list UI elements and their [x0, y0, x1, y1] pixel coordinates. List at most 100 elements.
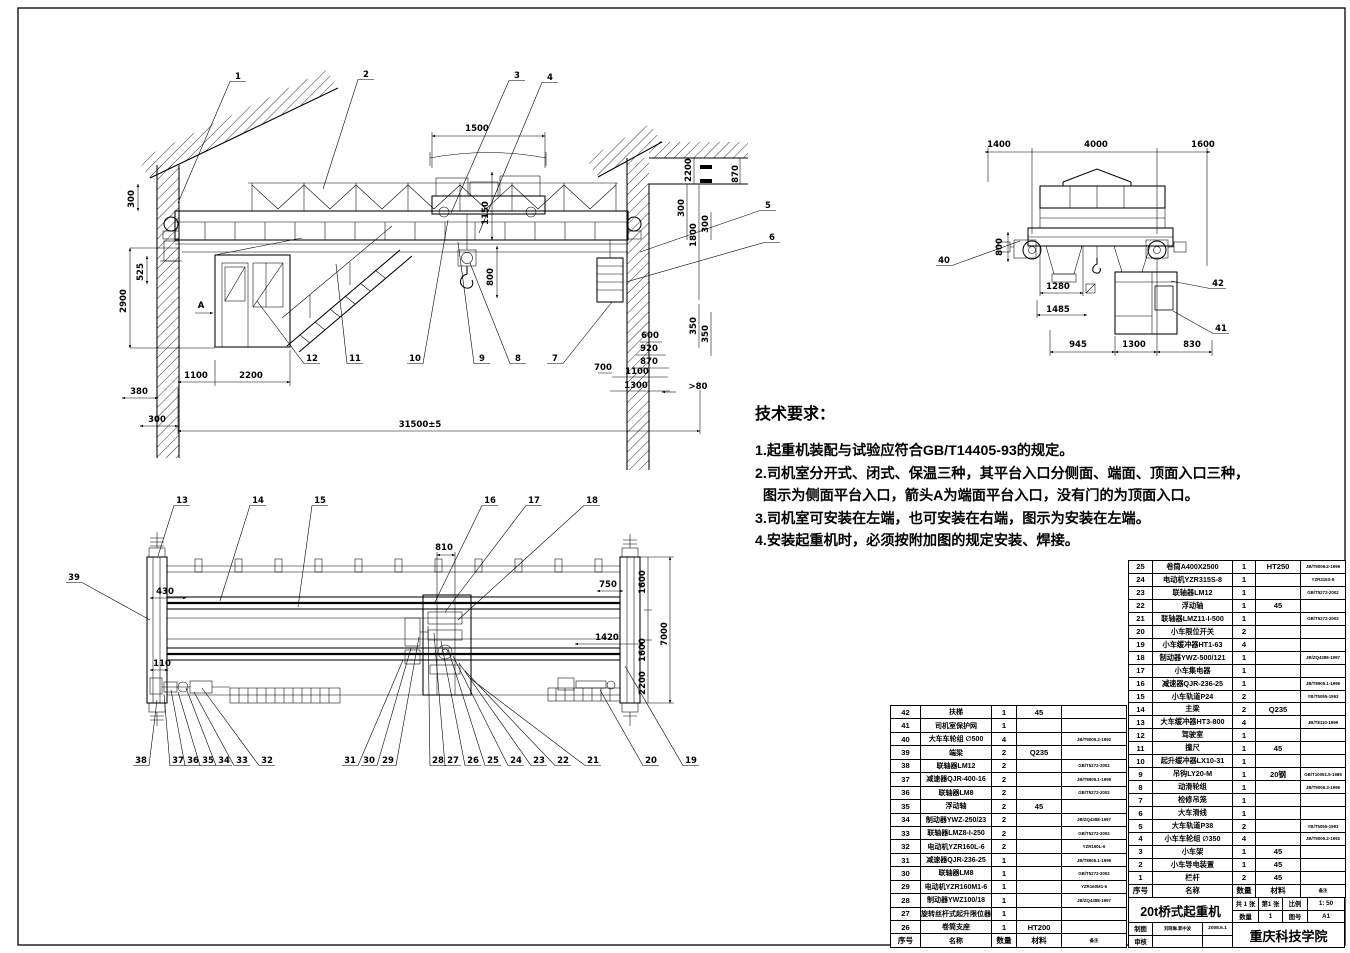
callout-number: 34: [218, 756, 230, 766]
callout-number: 5: [765, 201, 771, 211]
dim-label: 1500: [465, 124, 489, 134]
callout-leader: [322, 79, 374, 190]
callout-number: 35: [202, 756, 214, 766]
tech-req-line: 图示为侧面平台入口，箭头A为端面平台入口，没有门的为顶面入口。: [755, 488, 1199, 505]
callout-leader: [297, 505, 328, 608]
callout-number: 26: [467, 756, 479, 766]
dim-label: 300: [701, 215, 711, 233]
parts-header-row: 序号名称数量材料备注: [1128, 883, 1346, 898]
callout-number: 19: [685, 756, 697, 766]
dim-label: 800: [995, 238, 1005, 256]
callout-leader: [256, 300, 320, 364]
sheet-border: [17, 7, 1346, 946]
dim-label: 350: [701, 325, 711, 343]
dim-label: 7000: [660, 622, 670, 646]
front-view: [121, 70, 748, 470]
parts-header-row: 序号名称数量材料备注: [890, 933, 1127, 948]
dim-label: >80: [689, 382, 708, 392]
callout-number: 11: [349, 354, 361, 364]
dim-label: 920: [640, 344, 658, 354]
dim-label: 31500±5: [399, 420, 442, 430]
callout-leader: [133, 699, 158, 766]
callout-leader: [342, 659, 404, 766]
dim-label: 1100: [625, 367, 649, 377]
dim-label: 2900: [119, 289, 129, 313]
callout-leader: [478, 82, 558, 234]
dim-label: 1800: [689, 223, 699, 247]
tech-req-line: 3.司机室可安装在左端，也可安装在右端，图示为安装在左端。: [755, 510, 1150, 527]
dim-label: 380: [130, 387, 148, 397]
callout-leader: [1172, 310, 1229, 334]
callout-leader: [470, 678, 601, 766]
callout-leader: [407, 219, 449, 364]
callout-number: 4: [547, 73, 553, 83]
dim-label: 1400: [987, 140, 1011, 150]
callout-number: 23: [533, 756, 545, 766]
dim-label: 1300: [624, 381, 648, 391]
callout-number: 9: [479, 354, 485, 364]
callout-leader: [427, 625, 446, 766]
checker-label: 审核: [1128, 934, 1153, 948]
sheets-total: 共 1 张: [1232, 897, 1259, 911]
dim-label: 870: [640, 357, 658, 367]
callout-leader: [193, 691, 250, 766]
side-view: [984, 148, 1213, 356]
dim-label: 810: [435, 543, 453, 553]
callout-leader: [469, 262, 526, 364]
sheet-number: 第1 张: [1258, 897, 1283, 911]
callout-leader: [447, 648, 501, 766]
callout-number: 6: [769, 233, 775, 243]
dim-label: 350: [689, 317, 699, 335]
dim-label: 300: [127, 190, 137, 208]
callout-leader: [624, 665, 699, 766]
drafter-label: 制图: [1128, 922, 1153, 936]
callout-number: 27: [447, 756, 459, 766]
callout-number: 31: [344, 756, 356, 766]
callout-leader: [457, 241, 490, 364]
dim-label: 600: [641, 331, 659, 341]
scale-value: 1: 50: [1307, 897, 1345, 911]
tech-req-line: 2.司机室分开式、闭式、保温三种，其平台入口分侧面、端面、顶面入口三种，: [755, 465, 1250, 482]
callout-number: 29: [382, 756, 394, 766]
callout-number: 32: [261, 756, 273, 766]
drawing-title: 20t桥式起重机: [1128, 897, 1233, 923]
dim-label: 1600: [638, 638, 648, 662]
callout-number: 21: [587, 756, 599, 766]
scale-label: 比例: [1282, 897, 1308, 911]
dim-label: 1600: [1191, 140, 1215, 150]
dim-label: 1280: [1046, 282, 1070, 292]
callout-number: 25: [487, 756, 499, 766]
callout-number: 16: [484, 496, 496, 506]
callout-leader: [433, 505, 498, 605]
dim-label: 1150: [481, 201, 491, 225]
callout-leader: [177, 691, 216, 766]
dim-label: 1420: [595, 633, 619, 643]
dim-label: 525: [136, 263, 146, 281]
callout-leader: [380, 636, 420, 766]
callout-leader: [335, 263, 363, 364]
